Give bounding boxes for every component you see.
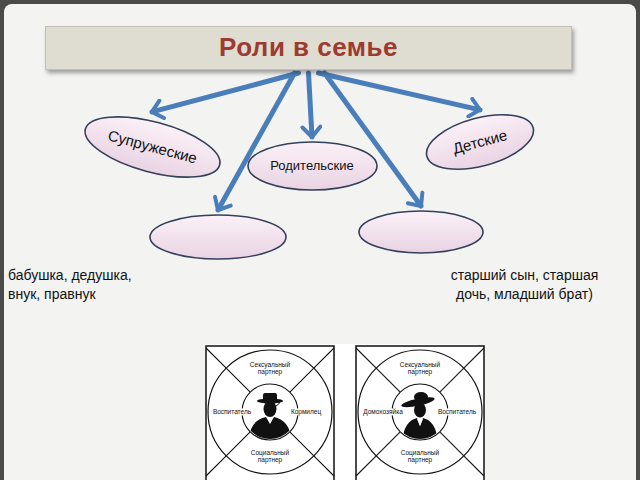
ellipse-shape <box>78 105 225 189</box>
wheels-ground <box>205 344 477 480</box>
role-sector-label: Сексуальный партнер <box>244 361 296 375</box>
role-sector-label: Сексуальный партнер <box>394 361 446 375</box>
role-sector-label: Воспитатель <box>436 408 478 415</box>
role-examples: бабушка, дедушка, внук, правнук <box>8 266 158 304</box>
ellipse-outline <box>149 214 287 260</box>
role-ellipse: бабушка, дедушка, внук, правнук <box>149 214 287 260</box>
role-ellipse: Родительские <box>247 141 378 191</box>
arrow-connector <box>319 73 481 110</box>
role-sector-label: Кормилец <box>287 408 325 415</box>
wheel-frame <box>206 346 334 480</box>
role-ellipse: старший сын, старшая дочь, младший брат) <box>358 210 484 254</box>
male-wheel <box>206 346 334 480</box>
wheel-dividers <box>206 348 334 476</box>
woman-silhouette <box>401 392 438 442</box>
woman-hat-crown <box>414 392 428 402</box>
man-body <box>248 417 292 442</box>
ellipse-shape <box>150 215 286 259</box>
wheel-dividers <box>356 348 484 476</box>
role-sector-label: Воспитатель <box>211 408 253 415</box>
woman-body <box>402 418 438 442</box>
woman-collar <box>417 419 423 426</box>
female-wheel <box>356 346 484 480</box>
title-text: Роли в семье <box>219 33 398 63</box>
role-examples: старший сын, старшая дочь, младший брат) <box>437 266 612 304</box>
title-box: Роли в семье <box>45 26 572 70</box>
man-cigarette-smoke <box>276 400 281 406</box>
man-silhouette <box>248 393 292 442</box>
role-label: Родительские <box>270 159 354 174</box>
ellipse-outline <box>358 210 484 254</box>
ellipse-shape <box>248 142 377 190</box>
role-ellipse: Детские <box>419 103 540 180</box>
arrow-connector <box>218 73 295 210</box>
role-ellipse: Супружеские <box>77 104 227 191</box>
role-sector-label: Домохозяйка <box>360 408 406 415</box>
arrow-connector <box>309 73 313 137</box>
role-sector-label: Социальный партнер <box>394 449 446 463</box>
role-sector-label: Социальный партнер <box>244 449 296 463</box>
ellipse-shape <box>421 105 540 180</box>
ellipse-shape <box>359 211 483 253</box>
wheel-frame <box>356 346 484 480</box>
